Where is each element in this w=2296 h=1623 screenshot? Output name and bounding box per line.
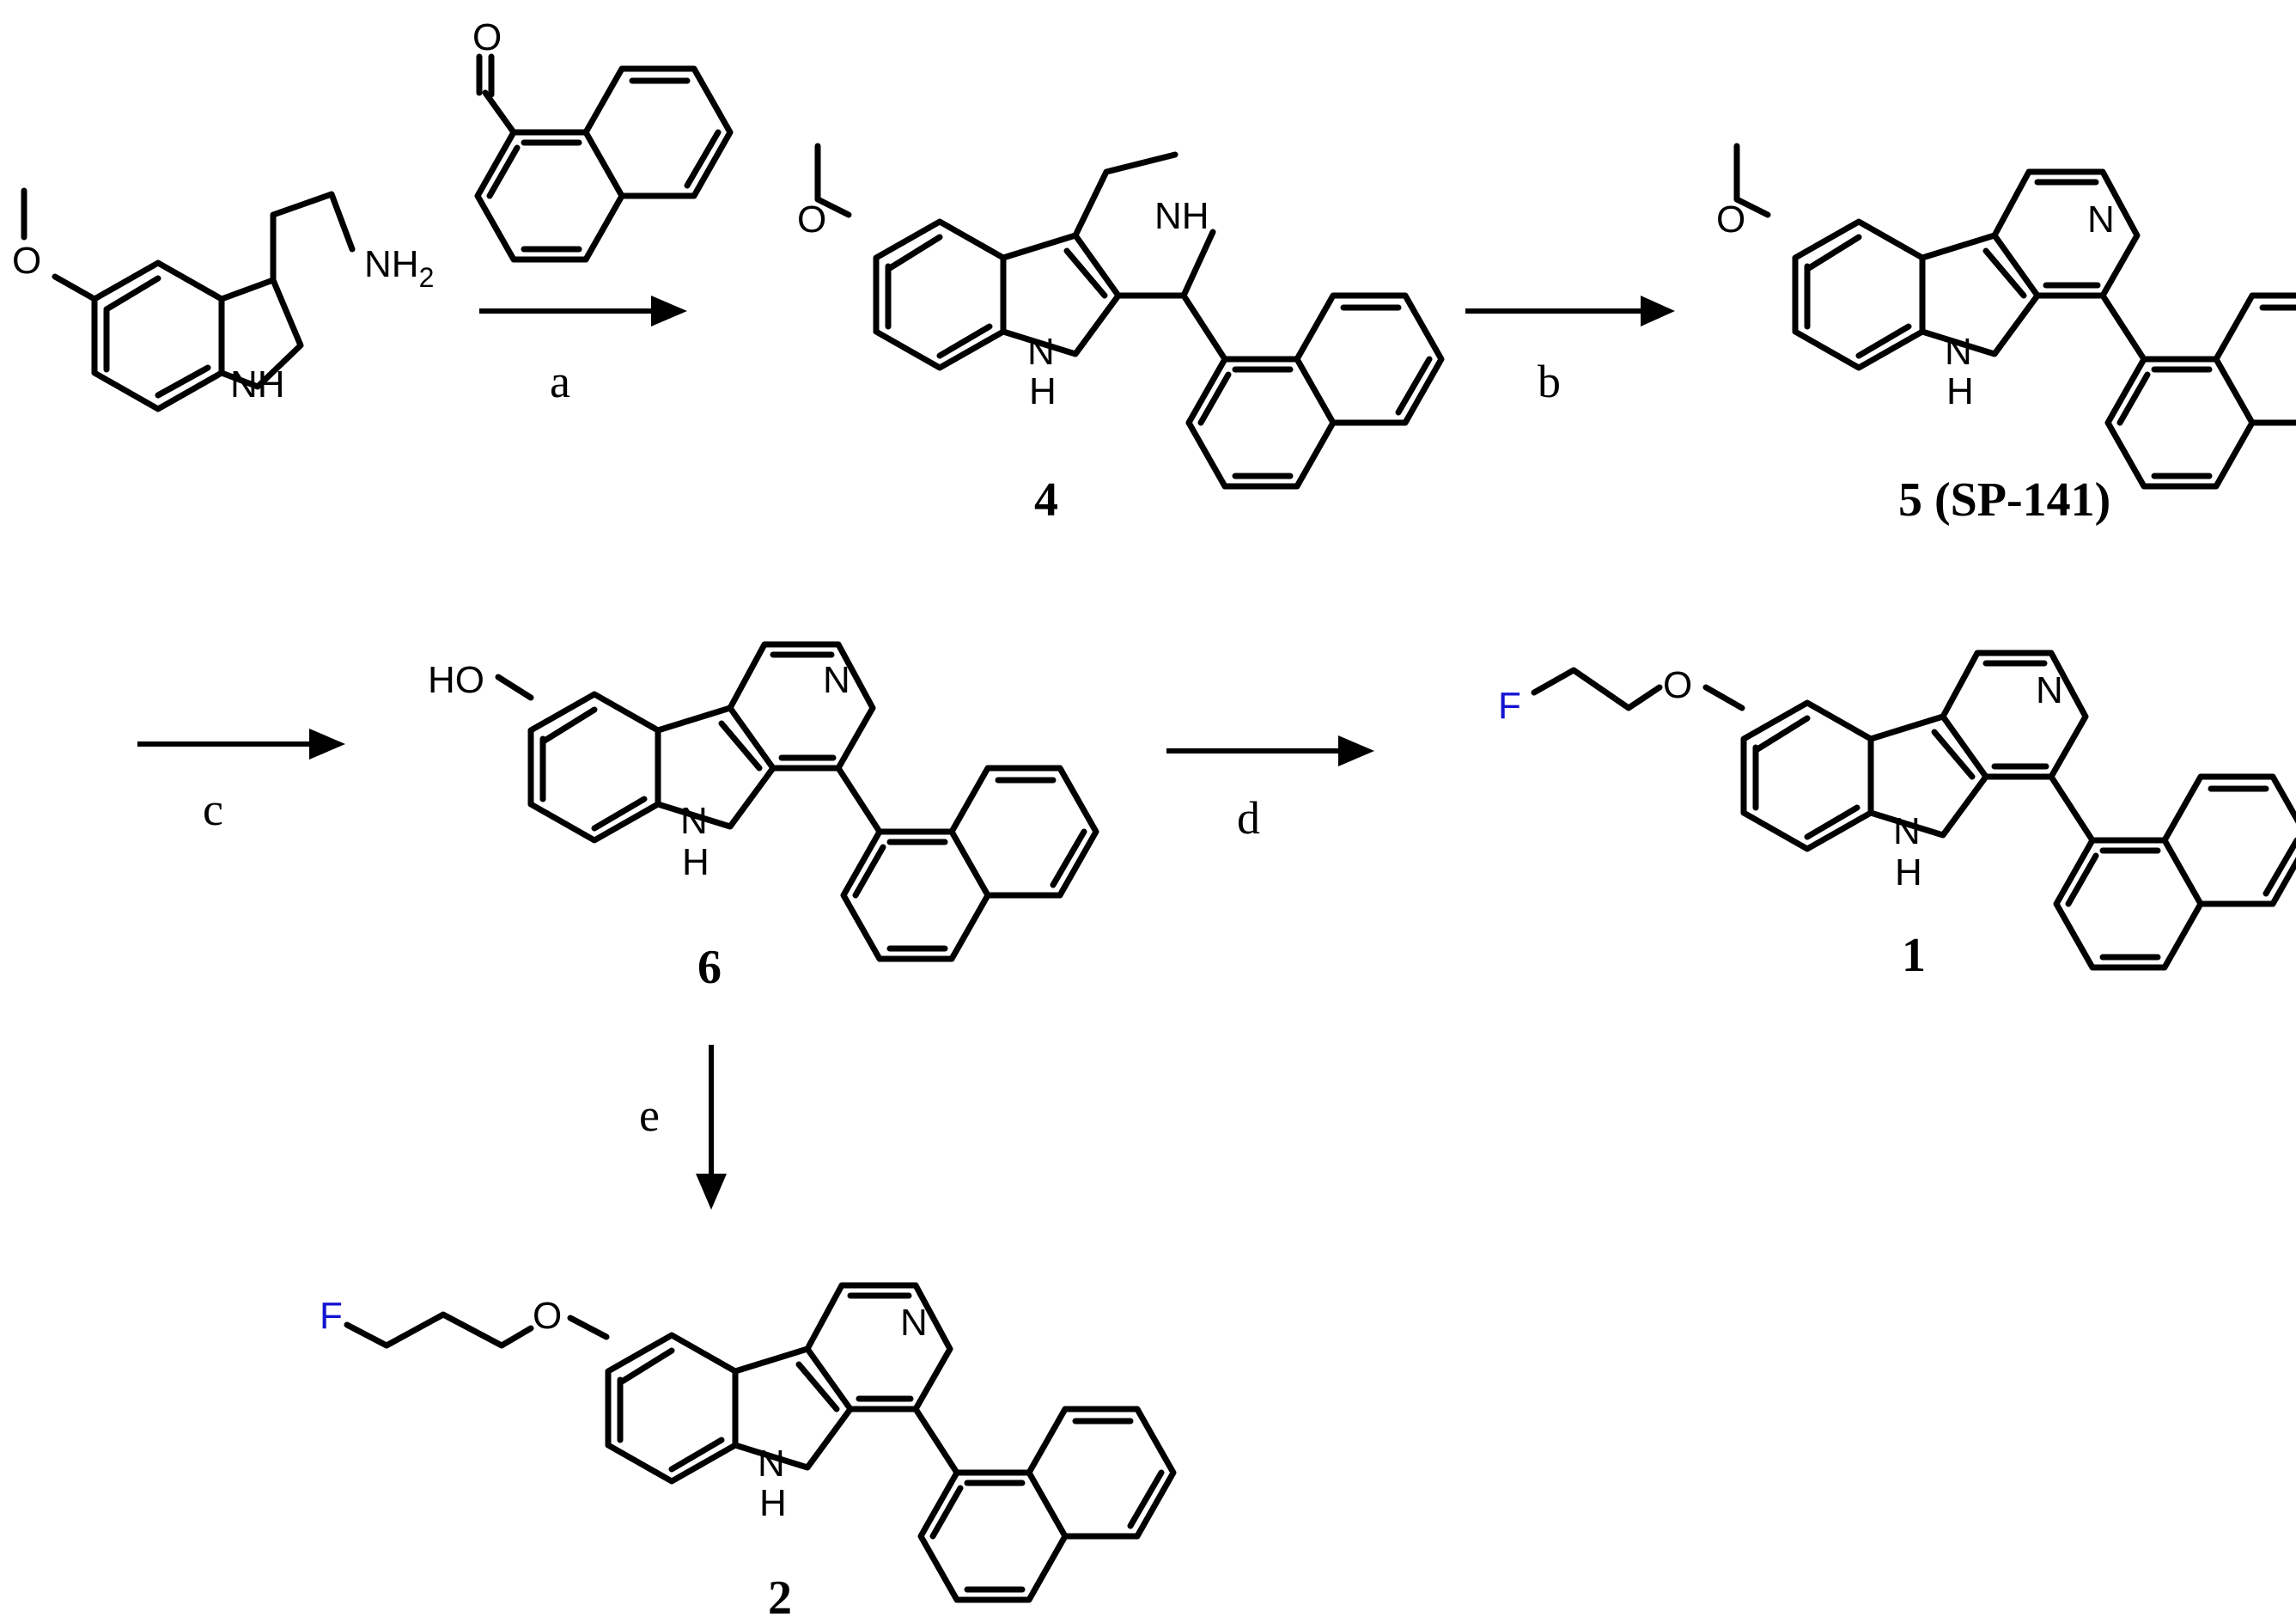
indole-n-label: N <box>758 1443 785 1485</box>
structure-compound-1: F O N N H 1 <box>1498 653 2296 982</box>
indole-h-label: H <box>1946 370 1974 412</box>
indole-h-label: H <box>1029 370 1057 412</box>
compound-1-label: 1 <box>1902 929 1926 982</box>
arrow-step-a: a <box>479 296 687 407</box>
arrow-step-b: b <box>1465 296 1675 407</box>
pyridine-n-label: N <box>2036 669 2063 711</box>
compound-6-label: 6 <box>697 941 722 994</box>
methoxy-oxygen-label: O <box>797 198 826 241</box>
indole-n-label: N <box>1945 331 1972 373</box>
compound-5-label: 5 (SP-141) <box>1898 473 2110 527</box>
indole-n-label: N <box>1893 810 1921 852</box>
fluorine-label: F <box>1498 685 1521 727</box>
indole-h-label: H <box>1895 851 1922 894</box>
indole-h-label: H <box>682 841 710 883</box>
ether-oxygen-label: O <box>1663 664 1692 706</box>
fluorine-label: F <box>320 1295 343 1337</box>
compound-2-label: 2 <box>768 1571 792 1623</box>
arrow-step-c: c <box>137 729 345 835</box>
amine-label: NH2 <box>364 243 434 293</box>
pyridine-n-label: N <box>2087 198 2115 241</box>
ring-nh-label: NH <box>1154 195 1209 237</box>
step-a-label: a <box>550 356 570 407</box>
structure-compound-4: O NH N H 4 <box>797 143 1441 527</box>
aldehyde-oxygen-label: O <box>472 16 502 58</box>
methoxy-oxygen-label: O <box>12 240 41 282</box>
methoxy-oxygen-label: O <box>1716 198 1745 241</box>
ether-oxygen-label: O <box>533 1295 562 1337</box>
step-b-label: b <box>1538 356 1561 407</box>
structure-compound-2: F O N N H 2 <box>320 1285 1173 1623</box>
step-e-label: e <box>639 1089 660 1141</box>
step-d-label: d <box>1237 792 1260 844</box>
indole-nh-label: NH <box>230 363 285 406</box>
structure-compound-5: O N N H 5 (SP-141) <box>1716 143 2296 527</box>
structure-5-methoxytryptamine: O NH2 NH <box>12 187 434 412</box>
structure-compound-6: HO N N H 6 <box>428 644 1096 994</box>
pyridine-n-label: N <box>823 659 850 701</box>
arrow-step-e: e <box>639 1045 727 1210</box>
compound-4-label: 4 <box>1034 473 1058 527</box>
step-c-label: c <box>203 784 223 835</box>
indole-n-label: N <box>680 800 708 842</box>
indole-n-label: N <box>1027 331 1055 373</box>
arrow-step-d: d <box>1166 735 1374 844</box>
indole-h-label: H <box>759 1482 787 1524</box>
hydroxyl-label: HO <box>428 659 484 701</box>
pyridine-n-label: N <box>900 1302 928 1344</box>
structure-1-naphthaldehyde: O <box>472 16 734 263</box>
